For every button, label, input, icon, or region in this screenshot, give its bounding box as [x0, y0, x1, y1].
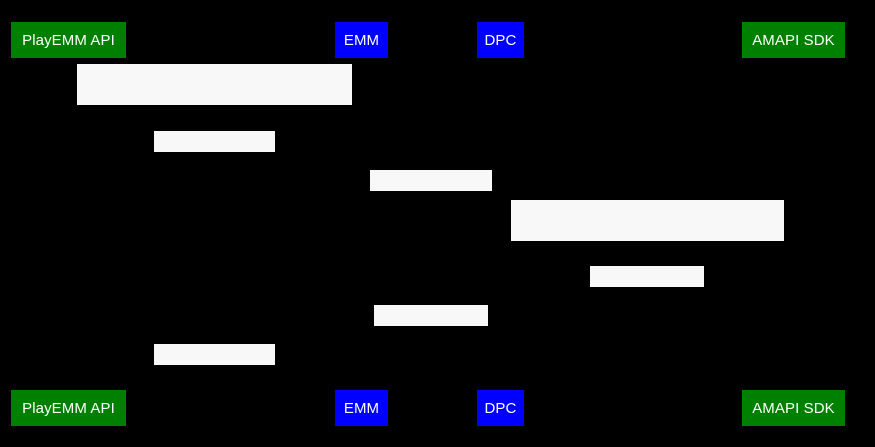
participant-playemm-api-bottom[interactable]: PlayEMM API: [11, 390, 126, 426]
arrow-userid-deviceid-from-sdk: [500, 288, 793, 289]
participant-label: DPC: [484, 399, 517, 417]
participant-amapi-sdk-bottom[interactable]: AMAPI SDK: [742, 390, 845, 426]
participant-label: DPC: [484, 31, 517, 49]
message-line-1: enrollmentTokens.create(: [133, 104, 296, 120]
message-userid-deviceid-to-emm: userId, deviceId: [374, 305, 488, 361]
participant-label: PlayEMM API: [22, 399, 115, 417]
message-line-1: userId, deviceId: [595, 306, 699, 322]
participant-playemm-api-top[interactable]: PlayEMM API: [11, 22, 126, 58]
participant-amapi-sdk-top[interactable]: AMAPI SDK: [742, 22, 845, 58]
message-line-2: enrollmentTokenType=userlessDevice): [89, 161, 340, 177]
participant-label: EMM: [343, 399, 380, 417]
participant-dpc-top[interactable]: DPC: [477, 22, 524, 58]
lifeline-dpc: [500, 58, 501, 390]
participant-label: AMAPI SDK: [752, 399, 835, 417]
lifeline-amapi-sdk: [793, 58, 794, 390]
message-line-1: userId, deviceId: [379, 345, 483, 361]
message-devices-update: devices.update(): [154, 344, 275, 400]
message-line-1: enrollmentToken: [161, 171, 268, 187]
participant-label: AMAPI SDK: [752, 31, 835, 49]
message-userid-deviceid-from-sdk: userId, deviceId: [590, 266, 704, 322]
message-enrollment-token-to-dpc: enrollment token: [370, 170, 492, 226]
lifeline-emm: [361, 58, 362, 390]
message-start-account-setup: accountSetupClient .startAccountSetup(en…: [511, 200, 784, 313]
lifeline-playemm-api: [68, 58, 69, 390]
participant-label: PlayEMM API: [22, 31, 115, 49]
arrow-userid-deviceid-to-emm: [361, 327, 500, 328]
arrow-enrollment-token-return: [68, 153, 361, 154]
message-enrollment-token-return: enrollmentToken: [154, 131, 275, 187]
participant-label: EMM: [343, 31, 380, 49]
message-line-1: accountSetupClient: [584, 240, 711, 256]
arrow-enrollment-token-to-dpc: [361, 192, 500, 193]
message-enrollment-tokens-create: enrollmentTokens.create( enrollmentToken…: [77, 64, 352, 177]
arrow-devices-update: [68, 366, 361, 367]
participant-emm-bottom[interactable]: EMM: [335, 390, 388, 426]
message-line-2: .startAccountSetup(entrollment token): [525, 297, 770, 313]
participant-dpc-bottom[interactable]: DPC: [477, 390, 524, 426]
message-line-1: devices.update(): [160, 384, 269, 400]
arrow-enrollment-tokens-create: [68, 106, 361, 107]
arrow-start-account-setup: [500, 242, 793, 243]
message-line-1: enrollment token: [377, 210, 485, 226]
participant-emm-top[interactable]: EMM: [335, 22, 388, 58]
